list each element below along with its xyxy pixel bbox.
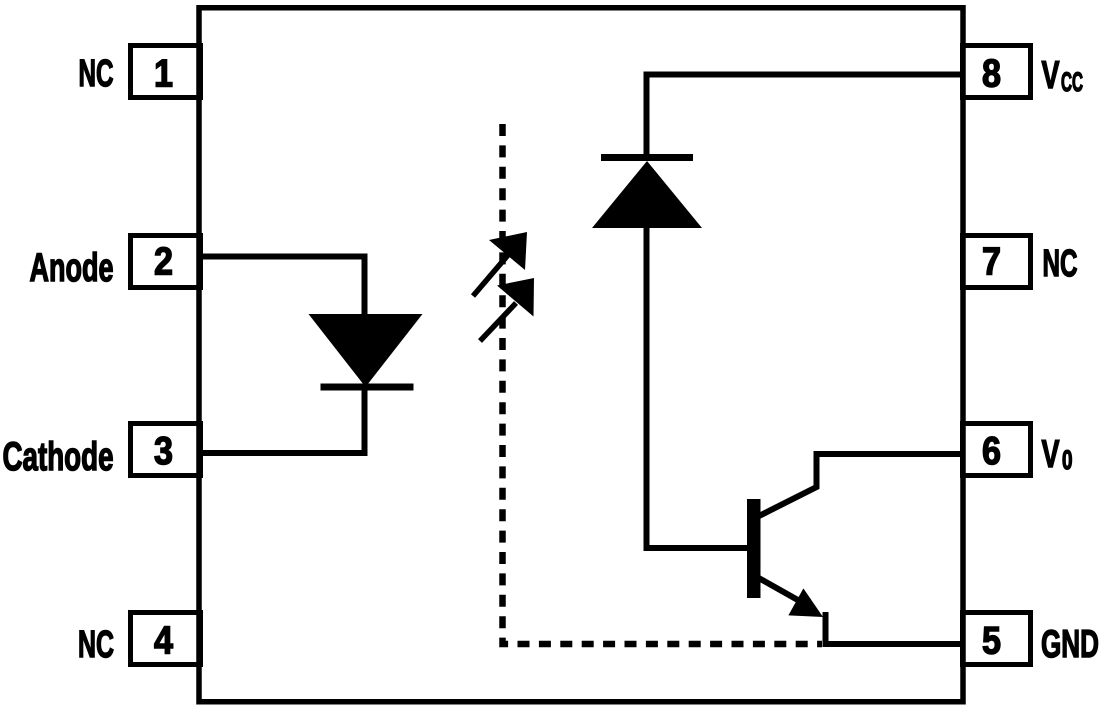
svg-text:0: 0 xyxy=(1062,445,1073,475)
svg-text:CC: CC xyxy=(1061,67,1083,97)
svg-text:Cathode: Cathode xyxy=(3,435,114,479)
svg-text:7: 7 xyxy=(982,241,1001,284)
svg-text:Anode: Anode xyxy=(30,246,114,290)
svg-text:NC: NC xyxy=(1043,243,1078,285)
svg-text:5: 5 xyxy=(982,620,1001,663)
svg-text:3: 3 xyxy=(154,430,173,473)
svg-text:NC: NC xyxy=(78,624,114,666)
svg-text:1: 1 xyxy=(154,53,173,96)
svg-text:V: V xyxy=(1042,54,1060,97)
svg-text:6: 6 xyxy=(982,430,1001,473)
svg-text:2: 2 xyxy=(154,241,173,284)
svg-text:4: 4 xyxy=(154,620,173,663)
svg-text:NC: NC xyxy=(79,53,114,95)
svg-text:V: V xyxy=(1042,433,1060,476)
svg-text:8: 8 xyxy=(982,53,1001,96)
svg-text:GND: GND xyxy=(1041,623,1099,666)
